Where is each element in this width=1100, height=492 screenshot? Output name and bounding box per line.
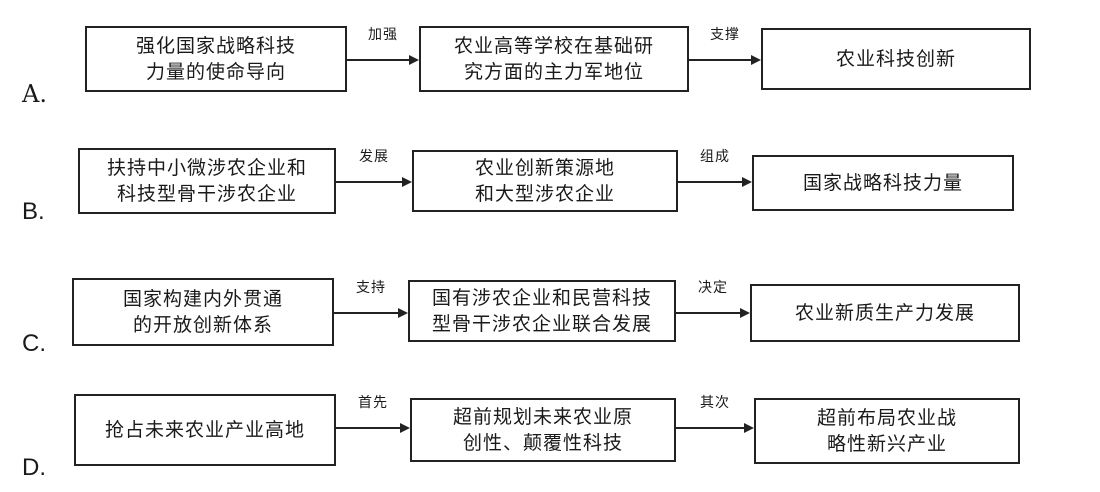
arrow-right-icon <box>336 177 412 187</box>
option-a-arrow-2: 支撑 <box>689 27 761 70</box>
option-c-arrow-1: 支持 <box>334 280 408 323</box>
option-c-connector-1: 支持 <box>356 280 386 296</box>
option-d-arrow-1: 首先 <box>336 395 410 438</box>
option-a-connector-2: 支撑 <box>710 27 740 43</box>
option-d-box-2: 超前规划未来农业原 创性、颠覆性科技 <box>410 398 676 462</box>
option-c-box-1: 国家构建内外贯通 的开放创新体系 <box>72 278 334 346</box>
option-b-connector-1: 发展 <box>359 149 389 165</box>
option-a-connector-1: 加强 <box>368 27 398 43</box>
option-c-box-3: 农业新质生产力发展 <box>750 284 1020 342</box>
arrow-right-icon <box>347 55 419 65</box>
option-a-box-1: 强化国家战略科技 力量的使命导向 <box>85 26 347 92</box>
option-b-letter: B. <box>22 198 45 225</box>
option-b-arrow-1: 发展 <box>336 149 412 192</box>
option-a-arrow-1: 加强 <box>347 27 419 70</box>
option-c-arrow-2: 决定 <box>676 280 750 323</box>
option-d-connector-1: 首先 <box>358 395 388 411</box>
option-a-box-3: 农业科技创新 <box>761 28 1031 90</box>
option-b-box-3: 国家战略科技力量 <box>752 155 1014 211</box>
option-c-letter: C. <box>22 330 46 357</box>
option-c-box-2: 国有涉农企业和民营科技 型骨干涉农企业联合发展 <box>408 280 676 342</box>
arrow-right-icon <box>336 423 410 433</box>
option-a-letter: A. <box>22 80 47 108</box>
option-c-connector-2: 决定 <box>698 280 728 296</box>
option-b-box-1: 扶持中小微涉农企业和 科技型骨干涉农企业 <box>78 148 336 214</box>
option-d-connector-2: 其次 <box>700 395 730 411</box>
option-b-arrow-2: 组成 <box>678 149 752 192</box>
option-d-box-3: 超前布局农业战 略性新兴产业 <box>754 398 1020 464</box>
option-b-box-2: 农业创新策源地 和大型涉农企业 <box>412 150 678 212</box>
arrow-right-icon <box>689 55 761 65</box>
option-d-letter: D. <box>22 454 46 481</box>
arrow-right-icon <box>676 423 754 433</box>
arrow-right-icon <box>676 308 750 318</box>
arrow-right-icon <box>334 308 408 318</box>
option-d-box-1: 抢占未来农业产业高地 <box>74 394 336 466</box>
option-a-box-2: 农业高等学校在基础研 究方面的主力军地位 <box>419 26 689 92</box>
option-d-arrow-2: 其次 <box>676 395 754 438</box>
arrow-right-icon <box>678 177 752 187</box>
option-b-connector-2: 组成 <box>700 149 730 165</box>
